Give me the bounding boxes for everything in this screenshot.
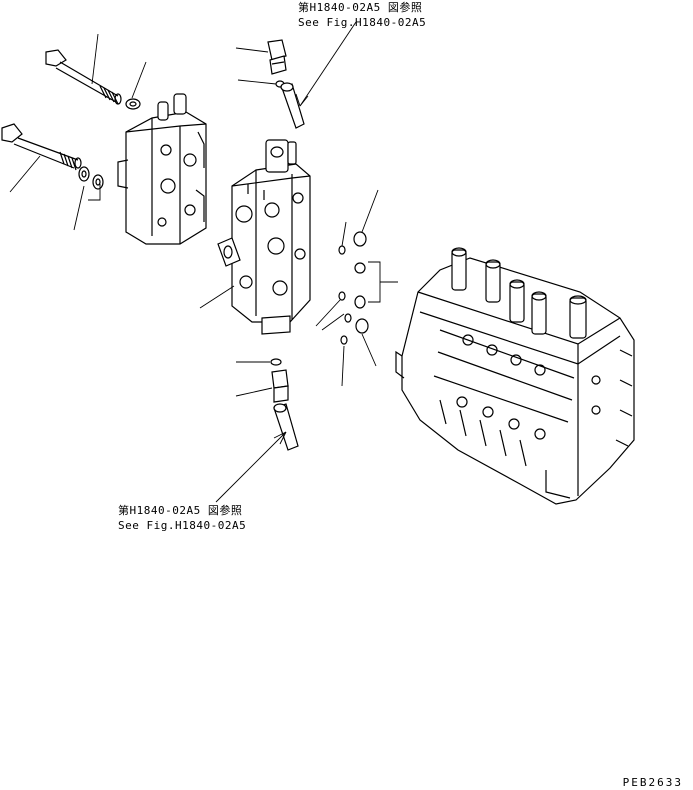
reference-callout-top: 第H1840-02A5 図参照 See Fig.H1840-02A5 bbox=[298, 0, 426, 30]
bolt-lower bbox=[1, 123, 82, 171]
leader-arrow-top bbox=[295, 93, 309, 107]
leader-o-ring-set-d bbox=[315, 299, 345, 331]
leader-arrow-bottom bbox=[273, 431, 287, 445]
leader-o-ring-set-c bbox=[368, 261, 398, 303]
drawing-code: PEB2633 bbox=[622, 776, 683, 789]
leader-o-ring-set-f bbox=[341, 345, 345, 387]
reference-bottom-jp: 第H1840-02A5 図参照 bbox=[118, 504, 243, 517]
leader-washer-upper bbox=[131, 61, 147, 99]
o-ring-set bbox=[338, 231, 369, 345]
washer-upper bbox=[125, 98, 141, 110]
leader-fitting-top bbox=[235, 47, 269, 53]
leader-washer-lower-b bbox=[88, 184, 101, 201]
fitting-bottom bbox=[271, 369, 289, 403]
hose-top bbox=[280, 82, 305, 129]
leader-hose-bottom bbox=[215, 431, 287, 503]
leader-o-ring-set-b bbox=[341, 221, 347, 247]
end-cover-block bbox=[117, 93, 207, 245]
valve-section-main bbox=[217, 139, 311, 335]
fitting-top bbox=[267, 39, 287, 75]
control-valve-assembly bbox=[395, 247, 635, 505]
leader-o-ring-set-a bbox=[361, 189, 379, 233]
reference-callout-bottom: 第H1840-02A5 図参照 See Fig.H1840-02A5 bbox=[118, 503, 246, 533]
leader-valve-section bbox=[199, 285, 235, 309]
o-ring-bottom bbox=[270, 358, 282, 366]
reference-top-en: See Fig.H1840-02A5 bbox=[298, 16, 427, 29]
leader-hose-top bbox=[299, 21, 357, 107]
leader-bolt-upper bbox=[91, 33, 99, 85]
leader-washer-lower bbox=[73, 185, 85, 231]
bolt-upper bbox=[45, 49, 122, 105]
leader-bolt-lower bbox=[9, 155, 41, 193]
reference-bottom-en: See Fig.H1840-02A5 bbox=[118, 519, 247, 532]
reference-top-jp: 第H1840-02A5 図参照 bbox=[298, 1, 423, 14]
leader-o-ring-set-e bbox=[361, 333, 377, 367]
leader-o-ring-top bbox=[237, 79, 277, 85]
washer-lower bbox=[78, 166, 104, 190]
hose-bottom bbox=[273, 403, 299, 451]
leader-fitting-bottom bbox=[235, 387, 273, 397]
